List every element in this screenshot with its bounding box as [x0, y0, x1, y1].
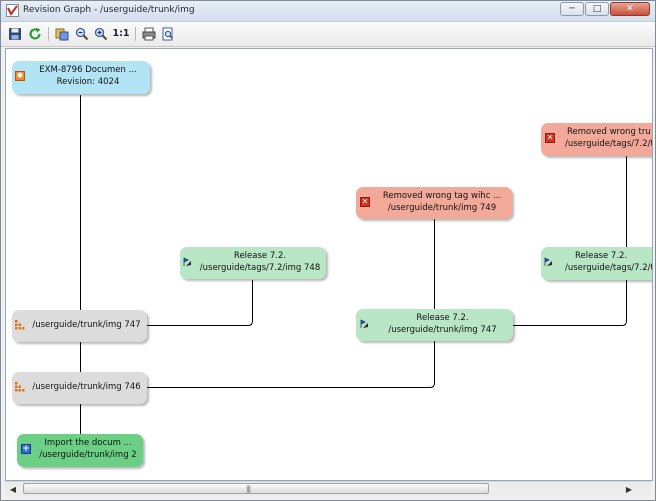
graph-node-added[interactable]: ✱ EXM-8796 Documen ... Revision: 4024 — [12, 61, 150, 94]
refresh-icon — [29, 27, 41, 40]
node-title: /userguide/trunk/img 747 — [32, 320, 141, 330]
modify-icon — [15, 320, 25, 330]
graph-node-tag[interactable]: Release 7.2. /userguide/tags/7.2/img 748 — [180, 247, 326, 279]
scrollbar-grip: ||| — [246, 485, 251, 493]
refresh-button[interactable] — [27, 25, 43, 42]
title-bar[interactable]: Revision Graph - /userguide/trunk/img ─ … — [1, 1, 655, 22]
node-title: /userguide/trunk/img 746 — [32, 382, 141, 392]
add-node-icon: ✱ — [15, 71, 25, 81]
delete-icon: ✕ — [360, 197, 370, 207]
scrollbar-thumb[interactable]: ||| — [23, 483, 489, 494]
options-button[interactable] — [54, 25, 70, 42]
node-subtitle: Revision: 4024 — [56, 77, 120, 87]
print-preview-button[interactable] — [160, 25, 176, 42]
node-subtitle: /userguide/trunk/img 747 — [388, 325, 497, 335]
scroll-left-arrow-icon[interactable]: ◀ — [9, 484, 17, 494]
graph-node-deleted[interactable]: ✕ Removed wrong tag wihc ... /userguide/… — [356, 187, 512, 219]
delete-icon: ✕ — [545, 133, 555, 143]
graph-node-modified[interactable]: /userguide/trunk/img 746 — [12, 372, 147, 404]
toolbar: 1:1 — [1, 22, 655, 47]
options-icon — [55, 28, 69, 40]
horizontal-scrollbar[interactable]: ◀ ||| ▶ — [5, 481, 651, 496]
print-icon — [142, 27, 156, 40]
tag-icon — [544, 257, 552, 266]
modify-icon — [15, 382, 25, 392]
edge-746-to-release-747 — [147, 339, 435, 388]
toolbar-separator — [135, 27, 136, 41]
zoom-out-button[interactable] — [74, 25, 90, 42]
tag-icon — [360, 319, 368, 328]
scroll-right-arrow-icon[interactable]: ▶ — [625, 484, 633, 494]
edge-747-to-release-748 — [147, 280, 253, 326]
node-title: Release 7.2. — [416, 313, 469, 323]
preview-icon — [162, 27, 174, 40]
close-button[interactable]: ✕ — [610, 2, 650, 16]
node-subtitle: /userguide/trunk/img 749 — [387, 203, 497, 213]
node-title: Removed wrong tru — [567, 127, 651, 137]
zoom-out-icon — [75, 27, 89, 40]
tag-icon — [183, 257, 191, 266]
graph-node-import[interactable]: + Import the docum ... /userguide/trunk/… — [17, 434, 143, 467]
revision-graph-canvas[interactable]: ✱ EXM-8796 Documen ... Revision: 4024 Re… — [5, 48, 653, 481]
zoom-in-icon — [94, 27, 108, 40]
window-title: Revision Graph - /userguide/trunk/img — [23, 5, 195, 15]
zoom-reset-label: 1:1 — [112, 28, 130, 39]
graph-node-deleted[interactable]: ✕ Removed wrong tru /userguide/tags/7.2/… — [541, 123, 653, 156]
node-subtitle: /userguide/tags/7.2/tr — [565, 139, 653, 149]
graph-node-tag[interactable]: Release 7.2. /userguide/tags/7.2/tr — [541, 247, 653, 280]
graph-node-modified[interactable]: /userguide/trunk/img 747 — [12, 310, 147, 342]
import-icon: + — [21, 444, 31, 454]
maximize-button[interactable]: □ — [585, 2, 609, 16]
minimize-button[interactable]: ─ — [560, 2, 584, 16]
node-title: Import the docum ... — [44, 438, 132, 448]
print-button[interactable] — [141, 25, 157, 42]
graph-node-tag[interactable]: Release 7.2. /userguide/trunk/img 747 — [356, 309, 513, 341]
node-subtitle: /userguide/trunk/img 2 — [39, 450, 137, 460]
save-icon — [9, 27, 21, 40]
node-subtitle: /userguide/tags/7.2/img 748 — [199, 263, 321, 273]
node-subtitle: /userguide/tags/7.2/tr — [565, 263, 653, 273]
node-title: Removed wrong tag wihc ... — [382, 191, 502, 201]
save-button[interactable] — [7, 25, 23, 42]
revision-graph-app-icon — [6, 4, 19, 17]
zoom-reset-button[interactable]: 1:1 — [112, 25, 130, 42]
zoom-in-button[interactable] — [93, 25, 109, 42]
node-title: EXM-8796 Documen ... — [39, 65, 137, 75]
node-title: Release 7.2. — [233, 251, 287, 261]
toolbar-separator — [48, 27, 49, 41]
node-title: Release 7.2. — [575, 251, 628, 261]
edge-release-747-to-release-right — [513, 280, 627, 326]
